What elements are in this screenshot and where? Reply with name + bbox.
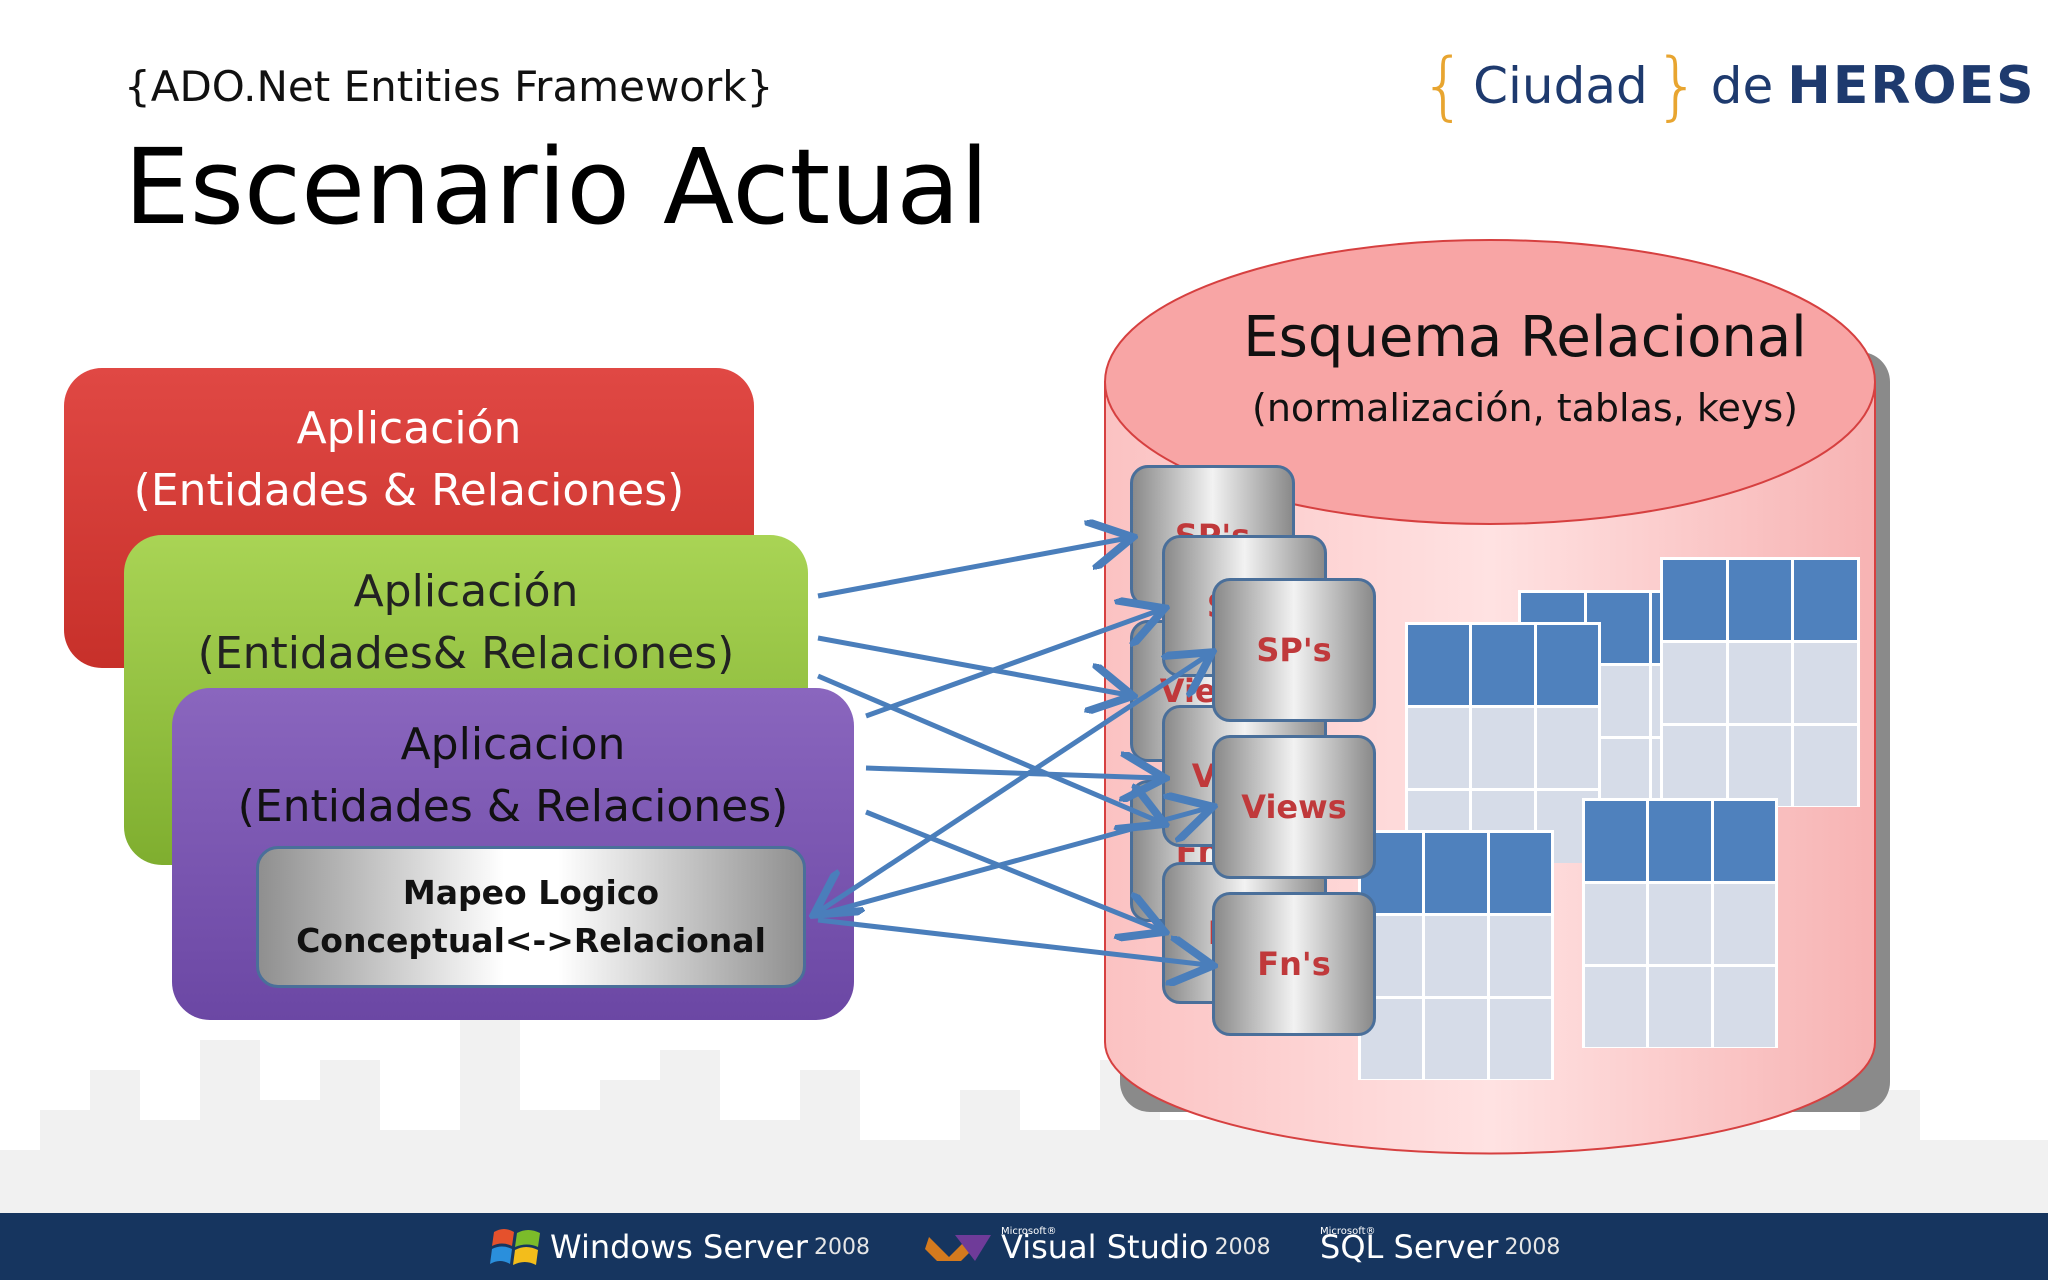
mapping-line1: Mapeo Logico [402,873,660,912]
arrow [817,635,1128,695]
app-title: Aplicacion [400,719,626,770]
slide-subtitle: {ADO.Net Entities Framework} [124,62,774,111]
arrow [817,538,1128,599]
app-subtitle: (Entidades & Relaciones) [133,465,685,516]
app-title: Aplicación [353,566,579,617]
logo-de: de [1710,57,1774,115]
windows-server-logo: Windows Server 2008 [490,1222,870,1272]
visual-studio-icon [925,1235,991,1261]
product-name-wrap: Microsoft® SQL Server [1320,1226,1499,1266]
database-title: Esquema Relacional [1243,305,1807,370]
product-prefix: Microsoft® [1001,1226,1057,1237]
product-name: SQL Server [1320,1228,1499,1266]
arrow [865,809,1160,930]
app-subtitle: (Entidades& Relaciones) [197,628,735,679]
table-grid [1358,830,1554,1080]
windows-flag-icon [490,1229,540,1265]
arrow [817,808,1208,918]
table-grid [1582,798,1778,1048]
product-prefix: Microsoft® [1320,1226,1376,1237]
slide-title: Escenario Actual [124,126,989,248]
logo-brace-open: { [1420,43,1468,129]
mapping-box: Mapeo Logico Conceptual<->Relacional [256,846,806,988]
logo-ciudad: Ciudad [1473,57,1648,115]
logo-heroes: HEROES [1787,56,2036,116]
product-name: Visual Studio [1001,1228,1209,1266]
product-year: 2008 [1214,1234,1271,1260]
fns-object: Fn's [1212,892,1376,1036]
product-name-wrap: Microsoft® Visual Studio [1001,1226,1209,1266]
product-name: Windows Server [550,1228,808,1266]
footer-bar [0,1213,2048,1280]
mapping-line2: Conceptual<->Relacional [296,921,766,960]
sql-server-logo: Microsoft® SQL Server 2008 [1320,1222,1560,1272]
city-skyline-background [0,1020,2048,1220]
ciudad-de-heroes-logo: { Ciudad } de HEROES [1420,46,2036,126]
product-year: 2008 [813,1234,870,1260]
app-title: Aplicación [296,403,522,454]
sps-object: SP's [1212,578,1376,722]
table-grid [1660,557,1860,807]
arrow [865,610,1160,719]
cylinder-top [1104,239,1876,525]
arrow [865,768,1160,778]
logo-brace-close: } [1653,43,1701,129]
arrow [818,655,1208,912]
product-year: 2008 [1504,1234,1561,1260]
visual-studio-logo: Microsoft® Visual Studio 2008 [925,1222,1271,1272]
app-subtitle: (Entidades & Relaciones) [237,781,789,832]
arrow [817,917,1208,965]
database-subtitle: (normalización, tablas, keys) [1252,386,1798,430]
